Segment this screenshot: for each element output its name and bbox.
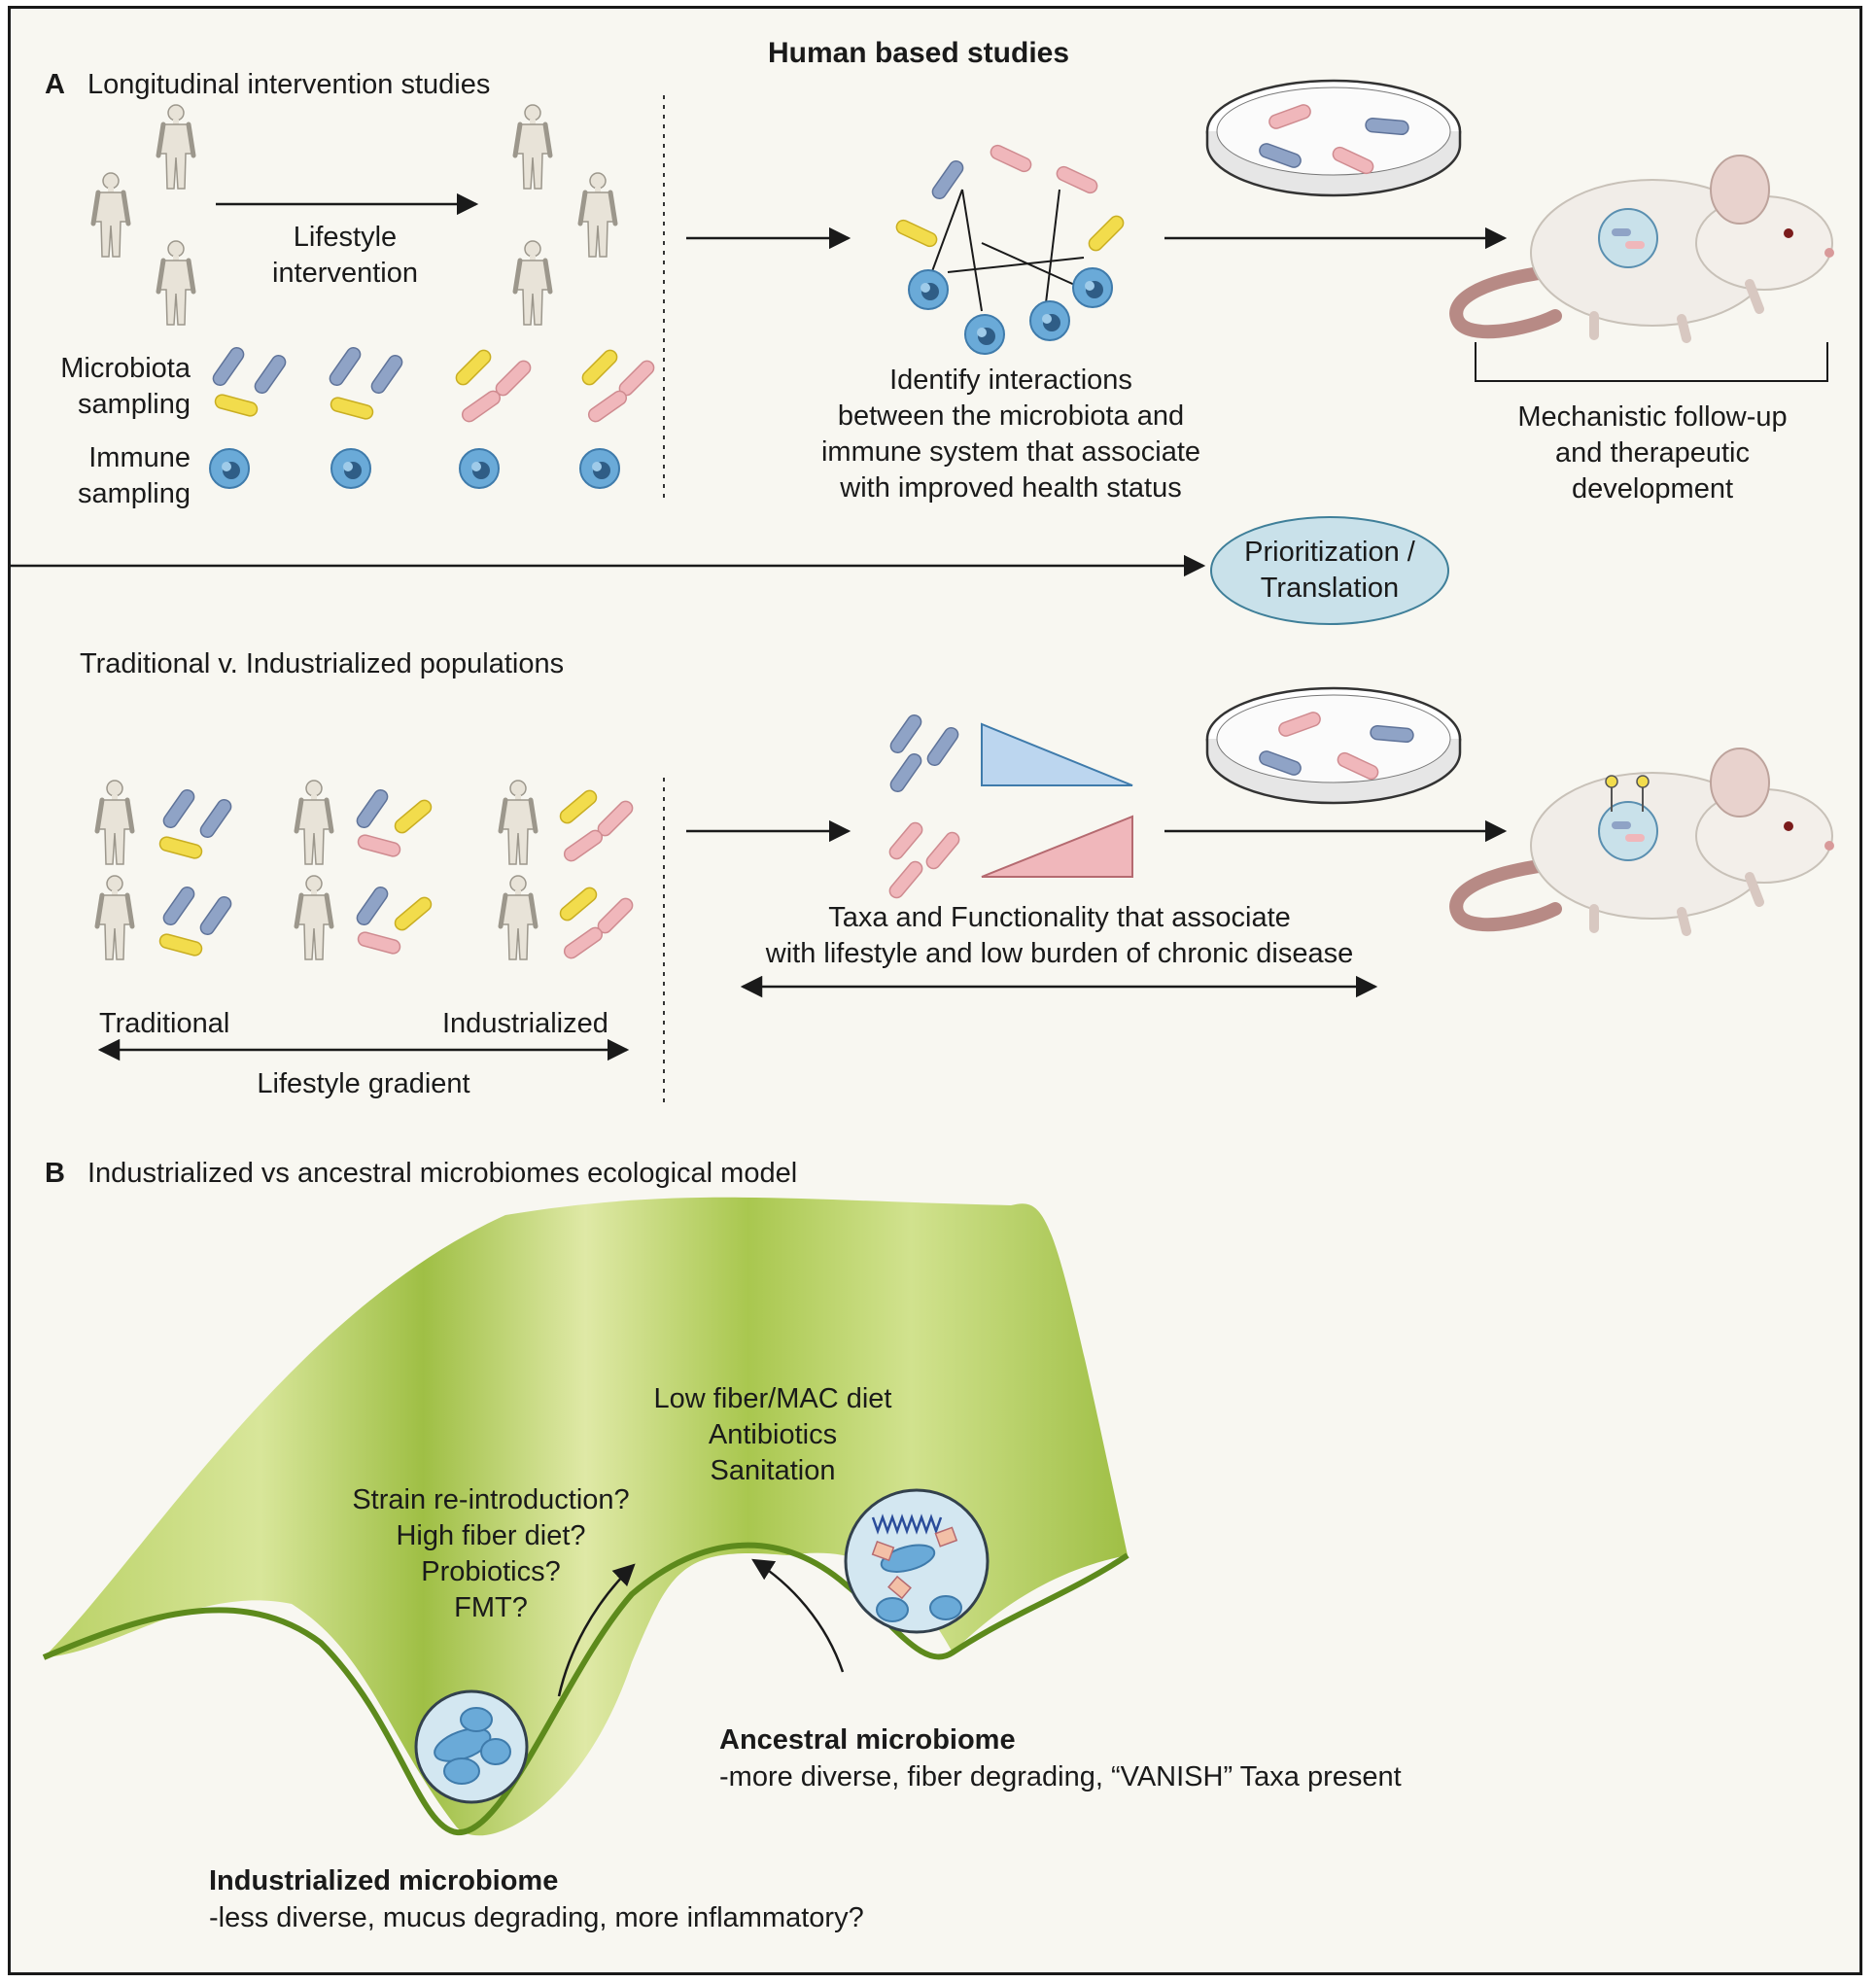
identify-interactions-line-1: Identify interactions — [889, 365, 1132, 396]
restoration-line-3: Probiotics? — [421, 1556, 561, 1587]
human-icon — [158, 241, 193, 325]
petri-dish-icon — [1205, 79, 1462, 197]
restoration-line-4: FMT? — [454, 1592, 528, 1623]
section-b-title: Industrialized vs ancestral microbiomes … — [87, 1158, 798, 1189]
interaction-network — [893, 142, 1128, 355]
microbiota-sampling-label-1: Microbiota — [60, 353, 191, 384]
identify-interactions-line-4: with improved health status — [840, 472, 1182, 504]
industrialized-microbiome-title: Industrialized microbiome — [209, 1865, 559, 1896]
restoration-line-2: High fiber diet? — [396, 1520, 586, 1551]
microbiota-sample-3 — [452, 346, 535, 426]
human-icon — [501, 876, 536, 959]
human-icon — [501, 781, 536, 864]
page-title: Human based studies — [767, 37, 1070, 69]
lifestyle-gradient-label: Lifestyle gradient — [257, 1068, 470, 1099]
human-icon — [97, 876, 132, 959]
ancestral-to-industrialized-arrow — [751, 1558, 845, 1673]
immune-cell-icon — [330, 448, 371, 489]
human-icon — [580, 173, 615, 257]
pressure-line-3: Sanitation — [710, 1455, 836, 1486]
prioritization-label-1: Prioritization / — [1244, 537, 1415, 568]
human-icon — [296, 876, 331, 959]
human-icon — [158, 105, 193, 189]
petri-dish-icon — [1205, 686, 1462, 805]
mechanistic-line-3: development — [1571, 473, 1734, 504]
traditional-label: Traditional — [99, 1008, 230, 1039]
human-icon — [97, 781, 132, 864]
identify-interactions-line-3: immune system that associate — [820, 436, 1201, 468]
human-icon — [93, 173, 128, 257]
prioritization-label-2: Translation — [1260, 573, 1400, 604]
immune-cell-icon — [209, 448, 250, 489]
ancestral-microbiome-title: Ancestral microbiome — [719, 1724, 1016, 1756]
microbiota-sample-2 — [326, 344, 406, 422]
prioritization-ellipse — [1210, 516, 1449, 625]
mouse-icon — [1456, 156, 1834, 338]
section-a-letter: A — [45, 69, 65, 100]
immune-sampling-label-2: sampling — [77, 478, 191, 509]
immune-cell-icon — [579, 448, 620, 489]
industrialized-to-ancestral-arrow — [557, 1563, 636, 1697]
mixed-microbiota — [353, 786, 435, 957]
industrialized-microbiome-desc: -less diverse, mucus degrading, more inf… — [209, 1902, 864, 1933]
decreasing-triangle — [981, 722, 1133, 786]
mechanistic-line-1: Mechanistic follow-up — [1517, 401, 1788, 433]
mechanistic-bracket — [1475, 342, 1828, 382]
ecological-landscape — [44, 1197, 1128, 1836]
industrialized-microbiota — [556, 786, 637, 962]
section-a-title: Longitudinal intervention studies — [87, 69, 491, 100]
mouse-icon — [1456, 748, 1834, 931]
landscape-ridge — [42, 1542, 1129, 1836]
pressure-line-1: Low fiber/MAC diet — [653, 1383, 892, 1414]
human-icon — [515, 105, 550, 189]
ancestral-microbiome-icon — [844, 1488, 990, 1634]
taxa-line-2: with lifestyle and low burden of chronic… — [765, 938, 1354, 969]
human-icon — [515, 241, 550, 325]
immune-sampling-label-1: Immune — [88, 442, 191, 473]
identify-interactions-line-2: between the microbiota and — [837, 400, 1185, 432]
industrialized-label: Industrialized — [442, 1008, 608, 1039]
microbiota-sampling-label-2: sampling — [77, 389, 191, 420]
immune-cell-icon — [459, 448, 500, 489]
lifestyle-intervention-label-2: intervention — [272, 258, 418, 289]
mechanistic-line-2: and therapeutic — [1555, 437, 1750, 469]
pressure-line-2: Antibiotics — [708, 1419, 838, 1450]
taxa-bacteria — [886, 712, 963, 902]
ancestral-microbiome-desc: -more diverse, fiber degrading, “VANISH”… — [719, 1761, 1402, 1792]
microbiota-sample-1 — [209, 344, 290, 419]
industrialized-microbiome-icon — [414, 1689, 529, 1804]
traditional-microbiota — [157, 786, 235, 958]
restoration-line-1: Strain re-introduction? — [352, 1484, 630, 1515]
populations-title: Traditional v. Industrialized population… — [80, 648, 565, 679]
lifestyle-intervention-label-1: Lifestyle — [293, 222, 398, 253]
human-icon — [296, 781, 331, 864]
increasing-triangle — [981, 815, 1133, 878]
taxa-line-1: Taxa and Functionality that associate — [828, 902, 1291, 933]
section-b-letter: B — [45, 1158, 65, 1189]
microbiota-sample-4 — [578, 346, 658, 426]
